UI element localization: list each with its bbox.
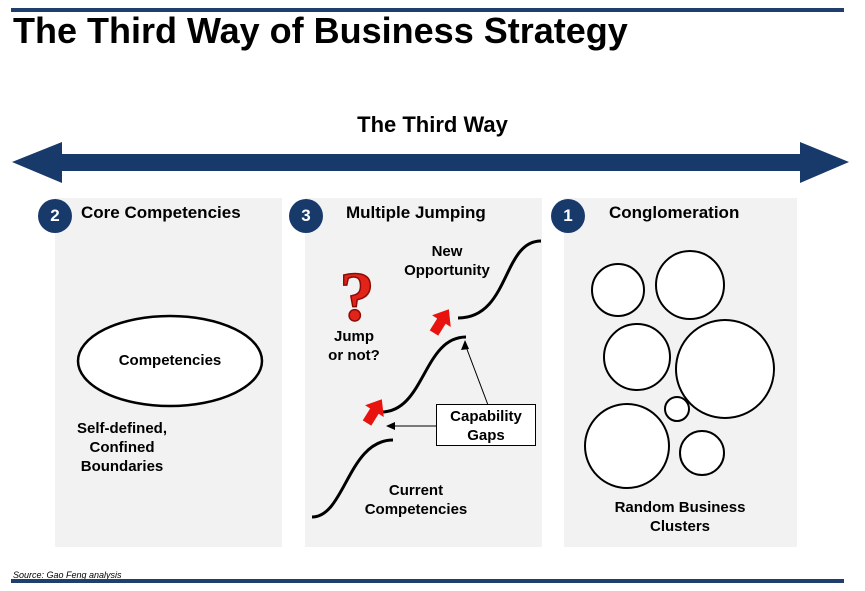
- cluster-circle: [603, 323, 671, 391]
- current-competencies-label: Competencies: [364, 501, 468, 518]
- panel-heading: Conglomeration: [609, 203, 740, 222]
- jump-arrow-lower: [362, 399, 384, 426]
- s-curve-middle: [380, 335, 467, 414]
- new-opportunity-label: Opportunity: [404, 262, 490, 279]
- svg-text:?: ?: [340, 259, 375, 336]
- new-opportunity-label: New: [431, 243, 463, 260]
- cluster-caption: Clusters: [649, 518, 711, 535]
- current-competencies-label: Current: [388, 482, 444, 499]
- s-curve-current: [311, 438, 394, 519]
- cluster-caption: Random Business: [614, 499, 746, 516]
- capability-gaps-box: Capability Gaps: [436, 404, 536, 446]
- question-mark-icon: ?: [339, 258, 376, 337]
- cluster-circle: [591, 263, 645, 317]
- panel-heading: Core Competencies: [81, 203, 241, 222]
- panel-heading: Multiple Jumping: [346, 203, 486, 222]
- bottom-rule: [11, 579, 844, 583]
- capability-gaps-label: Gaps: [467, 427, 505, 444]
- cluster-circle: [584, 403, 670, 489]
- cluster-circle: [655, 250, 725, 320]
- caption-line: Confined: [89, 439, 155, 456]
- oval-label: Competencies: [118, 352, 222, 369]
- caption-line: Boundaries: [80, 458, 164, 475]
- panel-number-badge: 2: [38, 199, 72, 233]
- double-arrow: [12, 142, 849, 183]
- s-curve-new: [457, 239, 542, 320]
- competencies-oval: [76, 314, 264, 408]
- caption-line: Self-defined,: [76, 420, 167, 437]
- page-title: The Third Way of Business Strategy: [13, 10, 628, 51]
- top-rule: [11, 8, 844, 12]
- cluster-circle: [679, 430, 725, 476]
- business-clusters: [584, 250, 775, 489]
- axis-label: The Third Way: [357, 112, 508, 137]
- question-label: or not?: [328, 347, 380, 364]
- cluster-circle: [664, 396, 690, 422]
- cluster-circle: [675, 319, 775, 419]
- gap-pointer-upper: [464, 343, 489, 406]
- panel-number-badge: 1: [551, 199, 585, 233]
- question-label: Jump: [333, 328, 374, 345]
- jump-arrow-upper: [429, 309, 451, 336]
- panel-number-badge: 3: [289, 199, 323, 233]
- source-note: Source: Gao Feng analysis: [13, 570, 122, 580]
- capability-gaps-label: Capability: [450, 408, 522, 425]
